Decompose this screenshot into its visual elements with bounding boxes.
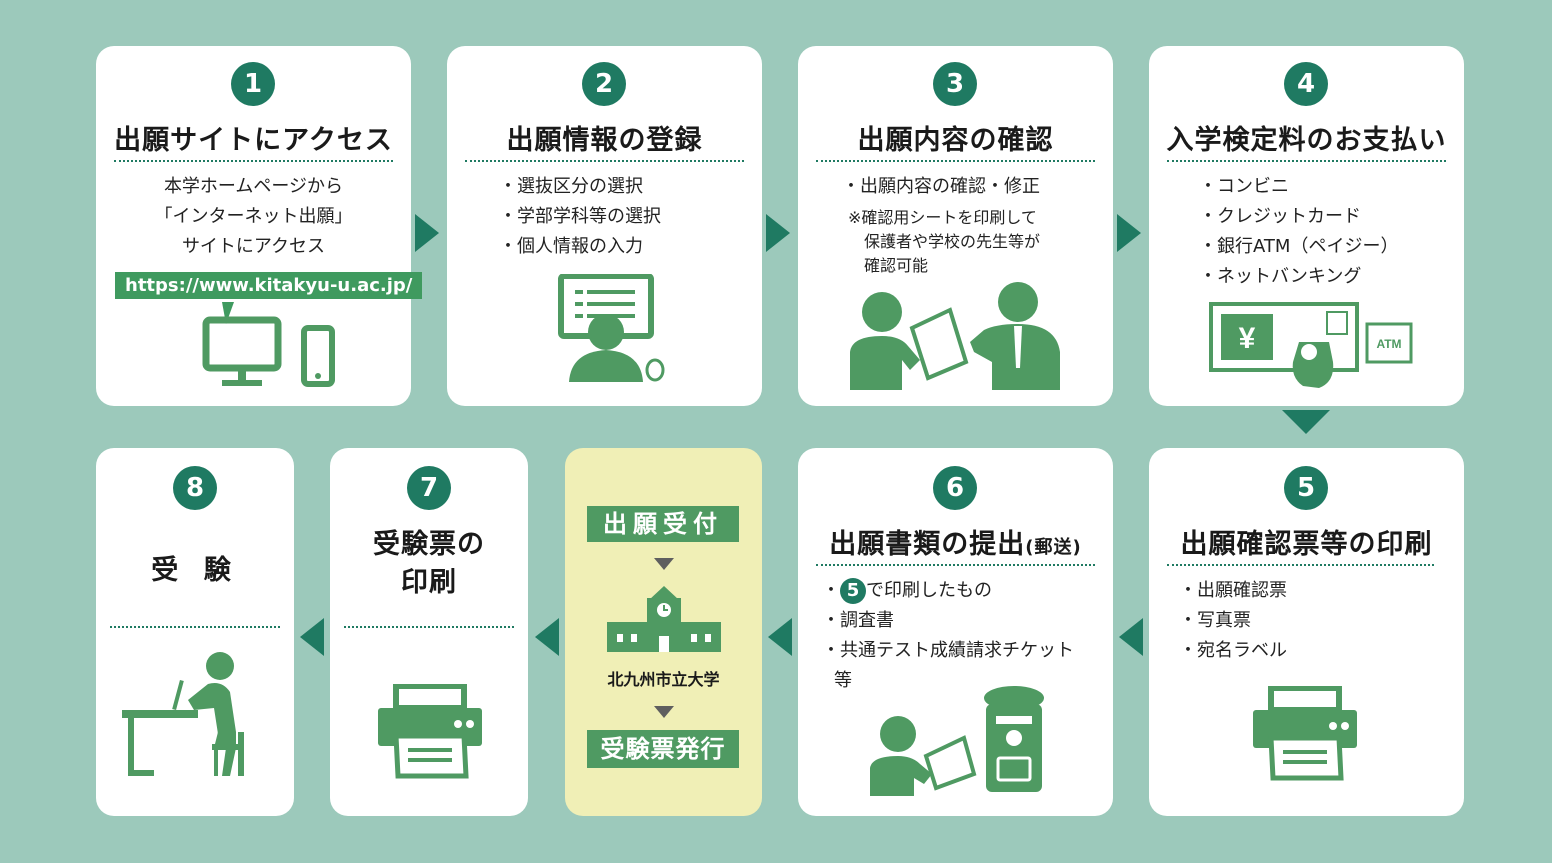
step-card-4: 4 入学検定料のお支払い ・コンビニ ・クレジットカード ・銀行ATM（ペイジー… [1149,46,1464,406]
divider [465,160,744,162]
step-title-5: 出願確認票等の印刷 [1180,529,1433,560]
flow-arrow [535,618,559,656]
step-description-1: 本学ホームページから 「インターネット出願」 サイトにアクセス [154,176,353,257]
flow-arrow [766,214,790,252]
step-number-7: 7 [407,466,451,510]
document-handover-icon [850,282,1060,390]
monitor-phone-icon [202,302,335,387]
flow-arrow [1282,410,1330,434]
exam-taker-icon [122,652,244,776]
university-building-icon [607,586,721,652]
step-title-4: 入学検定料のお支払い [1166,125,1447,156]
step-number-8: 8 [173,466,217,510]
step-card-2: 2 出願情報の登録 ・選抜区分の選択 ・学部学科等の選択 ・個人情報の入力 [447,46,762,406]
divider [344,626,514,628]
step-description-2: ・選抜区分の選択 ・学部学科等の選択 ・個人情報の入力 [499,176,661,257]
printer-icon [1253,686,1357,781]
step-title-8: 受 験 [151,555,239,586]
step-title-7: 受験票の 印刷 [373,529,485,598]
svg-text:¥: ¥ [1239,322,1256,355]
flow-arrow [654,558,674,570]
divider [816,160,1095,162]
step-title-1: 出願サイトにアクセス [114,125,393,156]
computer-user-icon [558,274,665,382]
university-name: 北九州市立大学 [607,670,720,689]
reference-number: 5 [840,578,866,604]
step-description-4: ・コンビニ ・クレジットカード ・銀行ATM（ペイジー） ・ネットバンキング [1199,176,1399,287]
step-card-7: 7 受験票の 印刷 [330,448,528,816]
divider [816,564,1095,566]
flow-arrow [415,214,439,252]
step-number-2: 2 [582,62,626,106]
mail-post-icon [870,686,1044,796]
step-description-3: ・出願内容の確認・修正 [842,176,1040,197]
application-received-label: 出願受付 [587,506,739,542]
atm-icon: ¥ ATM [1209,302,1413,388]
divider [114,160,393,162]
university-process-card: 出願受付 北九州市立大学 受験票発行 [565,448,762,816]
divider [1167,564,1434,566]
step-title-2: 出願情報の登録 [506,125,703,156]
step-number-1: 1 [231,62,275,106]
step-number-5: 5 [1284,466,1328,510]
step-number-3: 3 [933,62,977,106]
step-card-3: 3 出願内容の確認 ・出願内容の確認・修正 ※確認用シートを印刷して 保護者や学… [798,46,1113,406]
step-number-6: 6 [933,466,977,510]
printer-icon [378,684,482,779]
step-card-5: 5 出願確認票等の印刷 ・出願確認票 ・写真票 ・宛名ラベル [1149,448,1464,816]
university-url: https://www.kitakyu-u.ac.jp/ [115,272,423,299]
step-title-3: 出願内容の確認 [857,125,1054,156]
flow-arrow [768,618,792,656]
exam-ticket-issued-label: 受験票発行 [587,730,739,768]
step-card-1: 1 出願サイトにアクセス 本学ホームページから 「インターネット出願」 サイトに… [96,46,423,406]
flow-arrow [654,706,674,718]
flow-arrow [1117,214,1141,252]
divider [110,626,280,628]
step-number-4: 4 [1284,62,1328,106]
step-title-6: 出願書類の提出(郵送) [829,529,1082,560]
flow-arrow [300,618,324,656]
divider [1167,160,1446,162]
svg-text:ATM: ATM [1376,337,1401,351]
step-note-3: ※確認用シートを印刷して 保護者や学校の先生等が 確認可能 [848,208,1041,275]
step-description-5: ・出願確認票 ・写真票 ・宛名ラベル [1179,580,1287,661]
step-card-8: 8 受 験 [96,448,294,816]
flow-arrow [1119,618,1143,656]
